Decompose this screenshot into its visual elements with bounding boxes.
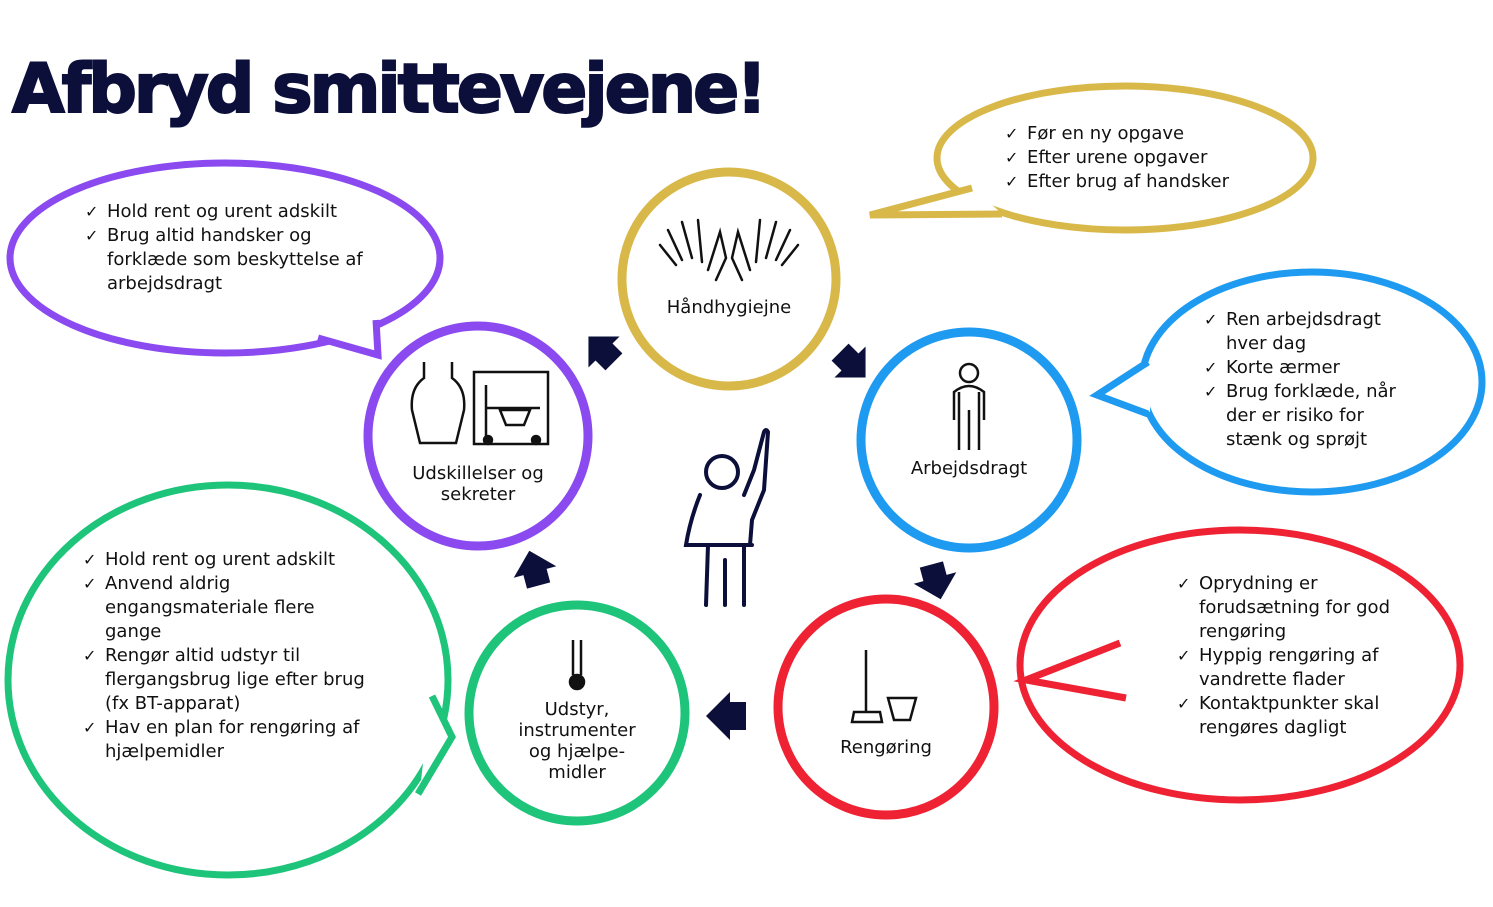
circle-rengoering bbox=[773, 594, 999, 820]
checklist-item: Hold rent og urent adskilt bbox=[85, 200, 375, 224]
checklist-item: Hyppig rengøring af vandrette flader bbox=[1177, 644, 1407, 692]
uniform-person-icon bbox=[952, 362, 986, 450]
broom-bucket-icon bbox=[850, 650, 918, 724]
node-label-haandhygiejne: Håndhygiejne bbox=[666, 297, 792, 318]
node-label-arbejdsdragt: Arbejdsdragt bbox=[910, 458, 1028, 479]
arrow-icon bbox=[588, 336, 623, 371]
circle-udskillelser bbox=[363, 321, 593, 551]
checklist-arbejdsdragt: Ren arbejdsdragt hver dag Korte ærmer Br… bbox=[1204, 308, 1424, 452]
checklist-item: Oprydning er forudsætning for god rengør… bbox=[1177, 572, 1407, 644]
checklist-udstyr: Hold rent og urent adskilt Anvend aldrig… bbox=[83, 548, 373, 764]
page-title: Afbryd smittevejene! bbox=[11, 49, 768, 130]
checklist-item: Rengør altid udstyr til flergangsbrug li… bbox=[83, 644, 373, 716]
checklist-udskillelser: Hold rent og urent adskilt Brug altid ha… bbox=[85, 200, 375, 296]
circle-haandhygiejne bbox=[617, 167, 841, 391]
apron-commode-icon bbox=[410, 362, 550, 446]
circle-udstyr bbox=[464, 600, 690, 826]
checklist-item: Hold rent og urent adskilt bbox=[83, 548, 373, 572]
arrow-icon bbox=[831, 343, 866, 378]
checklist-item: Hav en plan for rengøring af hjælpemidle… bbox=[83, 716, 373, 764]
checklist-item: Før en ny opgave bbox=[1005, 122, 1265, 146]
checklist-item: Efter brug af handsker bbox=[1005, 170, 1265, 194]
checklist-haandhygiejne: Før en ny opgave Efter urene opgaver Eft… bbox=[1005, 122, 1265, 194]
thermometer-icon bbox=[568, 640, 586, 691]
node-label-rengoering: Rengøring bbox=[840, 737, 932, 758]
arrow-icon bbox=[706, 692, 746, 740]
checklist-item: Kontaktpunkter skal rengøres dagligt bbox=[1177, 692, 1407, 740]
arrow-icon bbox=[513, 550, 557, 589]
arrow-icon bbox=[913, 561, 957, 600]
hands-icon bbox=[658, 218, 800, 282]
checklist-item: Brug forklæde, når der er risiko for stæ… bbox=[1204, 380, 1424, 452]
checklist-item: Ren arbejdsdragt hver dag bbox=[1204, 308, 1424, 356]
node-label-udskillelser: Udskillelser og sekreter bbox=[412, 463, 544, 505]
waving-person-icon bbox=[683, 428, 771, 607]
checklist-item: Anvend aldrig engangsmateriale flere gan… bbox=[83, 572, 373, 644]
checklist-item: Brug altid handsker og forklæde som besk… bbox=[85, 224, 375, 296]
checklist-item: Efter urene opgaver bbox=[1005, 146, 1265, 170]
checklist-item: Korte ærmer bbox=[1204, 356, 1424, 380]
node-label-udstyr: Udstyr, instrumenter og hjælpe- midler bbox=[518, 699, 636, 783]
checklist-rengoering: Oprydning er forudsætning for god rengør… bbox=[1177, 572, 1407, 740]
